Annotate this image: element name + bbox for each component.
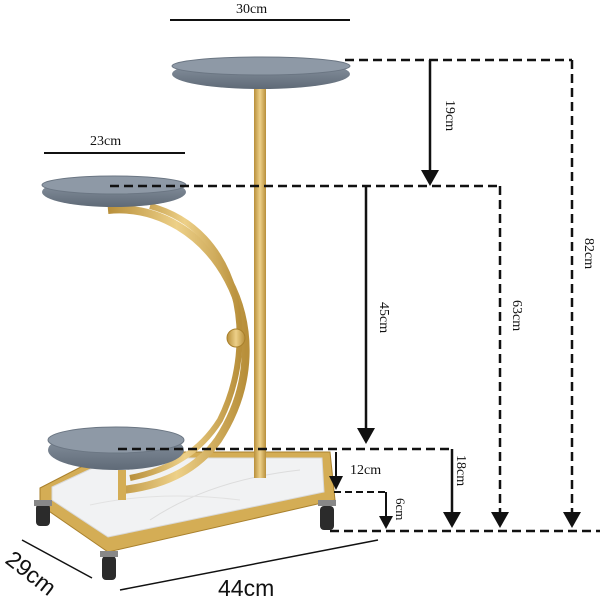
label-19cm: 19cm: [442, 100, 457, 131]
label-12cm: 12cm: [350, 463, 381, 478]
arc-post: [118, 470, 126, 500]
crescent-arc: [107, 205, 250, 494]
label-29cm: 29cm: [1, 545, 61, 600]
crescent-arc-inner: [129, 203, 243, 481]
marble-vein: [89, 495, 241, 506]
caster-wheel: [100, 551, 118, 580]
label-18cm: 18cm: [453, 455, 468, 486]
plant-stand: [34, 56, 351, 580]
arrow-heads: [329, 170, 581, 529]
label-44cm: 44cm: [218, 575, 274, 601]
label-middle-width: 23cm: [90, 134, 121, 149]
base-depth-line: [21, 539, 93, 579]
label-82cm: 82cm: [581, 238, 596, 269]
caster-wheel: [318, 500, 336, 530]
top-tray-rim: [171, 56, 351, 76]
base-length-line: [119, 539, 379, 591]
bottom-tray-rim: [47, 426, 185, 454]
caster-wheel: [34, 500, 52, 526]
label-45cm: 45cm: [376, 302, 391, 333]
main-pole: [254, 82, 266, 478]
label-top-width: 30cm: [236, 2, 267, 17]
marble-vein: [149, 469, 301, 521]
label-6cm: 6cm: [393, 498, 408, 520]
dimension-lines: [21, 19, 600, 591]
label-63cm: 63cm: [509, 300, 524, 331]
arc-joint-ball: [226, 328, 246, 348]
